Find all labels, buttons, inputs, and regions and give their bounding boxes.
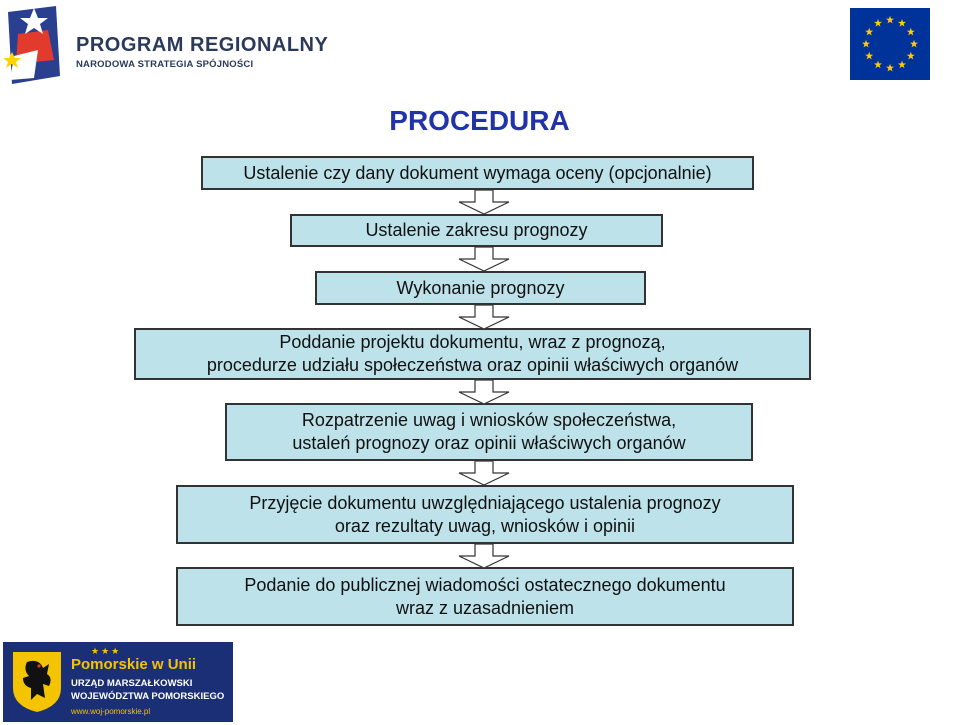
program-logo-line2: NARODOWA STRATEGIA SPÓJNOŚCI	[76, 59, 254, 70]
step-5-line2: ustaleń prognozy oraz opinii właściwych …	[292, 433, 686, 453]
program-regionalny-logo-icon	[4, 6, 60, 84]
down-arrow-icon	[458, 380, 510, 404]
step-3-line1: Wykonanie prognozy	[396, 277, 565, 298]
eu-flag-icon	[862, 15, 918, 72]
pomorskie-logo: ★★★ Pomorskie w Unii URZĄD MARSZAŁKOWSKI…	[3, 642, 233, 722]
step-7-line2: wraz z uzasadnieniem	[395, 597, 575, 618]
eu-star	[865, 51, 874, 60]
eu-star	[886, 15, 894, 24]
step-1-box: Ustalenie czy dany dokument wymaga oceny…	[201, 156, 754, 190]
page-title: PROCEDURA	[389, 105, 570, 136]
step-2-line1: Ustalenie zakresu prognozy	[365, 220, 588, 240]
eu-star	[874, 19, 882, 27]
step-4-line2: procedurze udziału społeczeństwa oraz op…	[206, 355, 739, 375]
footer-office-line2: WOJEWÓDZTWA POMORSKIEGO	[71, 691, 225, 702]
step-1-line1: Ustalenie czy dany dokument wymaga oceny…	[243, 162, 712, 183]
down-arrow-icon	[458, 305, 510, 329]
footer-stars: ★★★	[91, 646, 122, 656]
step-5-line1: Rozpatrzenie uwag i wniosków społeczeńst…	[301, 410, 677, 430]
eu-star	[898, 19, 906, 27]
eu-star	[910, 39, 918, 48]
step-6-box: Przyjęcie dokumentu uwzględniającego ust…	[176, 485, 794, 544]
step-4-line1: Poddanie projektu dokumentu, wraz z prog…	[279, 332, 666, 352]
program-regionalny-logo: PROGRAM REGIONALNY NARODOWA STRATEGIA SP…	[4, 4, 328, 86]
step-6-line1: Przyjęcie dokumentu uwzględniającego ust…	[249, 492, 721, 513]
step-2-box: Ustalenie zakresu prognozy	[290, 214, 663, 247]
eu-star	[874, 60, 882, 69]
eu-star	[862, 39, 870, 48]
pomorskie-griffin-icon	[13, 652, 61, 712]
down-arrow-icon	[458, 247, 510, 271]
footer-website: www.woj-pomorskie.pl	[71, 707, 151, 716]
footer-office-line1: URZĄD MARSZAŁKOWSKI	[71, 678, 193, 689]
step-4-box: Poddanie projektu dokumentu, wraz z prog…	[134, 328, 811, 380]
footer-logo-title: Pomorskie w Unii	[71, 656, 197, 673]
down-arrow-icon	[458, 461, 510, 485]
eu-star	[865, 27, 874, 36]
eu-star	[906, 27, 915, 36]
step-7-box: Podanie do publicznej wiadomości ostatec…	[176, 567, 794, 626]
step-3-box: Wykonanie prognozy	[315, 271, 646, 305]
eu-star	[898, 60, 906, 69]
step-7-line1: Podanie do publicznej wiadomości ostatec…	[244, 574, 726, 595]
down-arrow-icon	[458, 190, 510, 214]
eu-star	[886, 63, 894, 72]
program-logo-line1: PROGRAM REGIONALNY	[76, 34, 329, 56]
eu-flag	[850, 8, 930, 80]
step-5-box: Rozpatrzenie uwag i wniosków społeczeńst…	[225, 403, 753, 461]
step-6-line2: oraz rezultaty uwag, wniosków i opinii	[334, 515, 636, 536]
down-arrow-icon	[458, 544, 510, 568]
eu-star	[906, 51, 915, 60]
